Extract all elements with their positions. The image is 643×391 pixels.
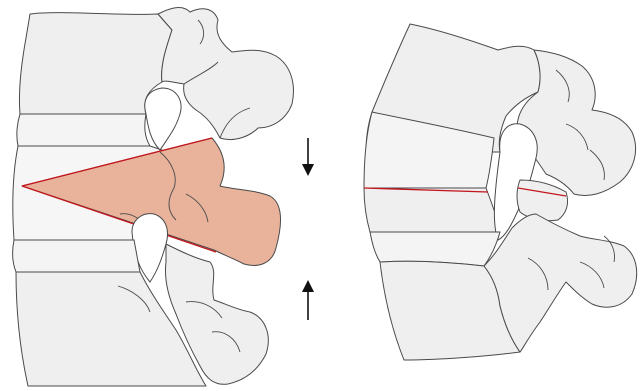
upper-foramen <box>145 88 181 150</box>
arrow-down-icon <box>302 138 314 176</box>
lower-disc-corrected <box>370 232 500 266</box>
fused-vertebral-body <box>364 188 500 232</box>
lower-disc <box>13 240 140 272</box>
panel-after-correction <box>364 24 637 360</box>
arrow-up-icon <box>302 280 314 320</box>
facet-segment-corrected <box>517 180 568 221</box>
upper-disc <box>17 114 150 146</box>
panel-before-correction <box>13 8 314 386</box>
